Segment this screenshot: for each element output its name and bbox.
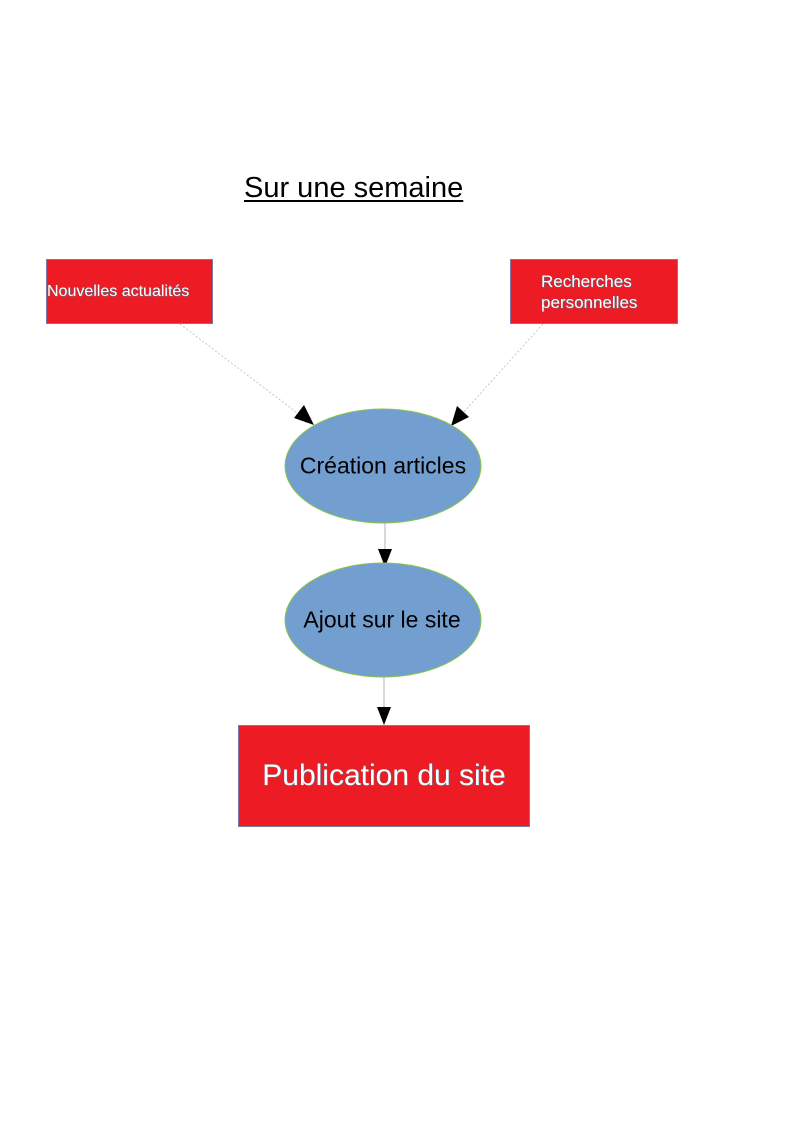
node-creation-articles-label: Création articles — [299, 452, 467, 479]
edge-research-to-creation — [462, 323, 544, 414]
arrowhead-creation-to-ajout — [378, 549, 392, 567]
node-recherches-personnelles: Recherches personnelles — [510, 259, 678, 324]
node-nouvelles-actualites: Nouvelles actualités — [46, 259, 213, 324]
node-label: Nouvelles actualités — [47, 282, 190, 300]
node-publication-site: Publication du site — [238, 725, 530, 827]
arrowhead-news-to-creation — [294, 405, 314, 425]
node-creation-articles-shape — [284, 408, 482, 524]
arrowhead-research-to-creation — [451, 406, 469, 426]
node-label: Recherches personnelles — [541, 271, 638, 312]
node-ajout-site-shape — [284, 562, 482, 678]
diagram-title: Sur une semaine — [244, 172, 464, 204]
node-ajout-site-label: Ajout sur le site — [303, 606, 461, 633]
arrowhead-ajout-to-publication — [377, 707, 391, 725]
node-label: Publication du site — [262, 759, 506, 792]
edge-news-to-creation — [179, 323, 301, 416]
